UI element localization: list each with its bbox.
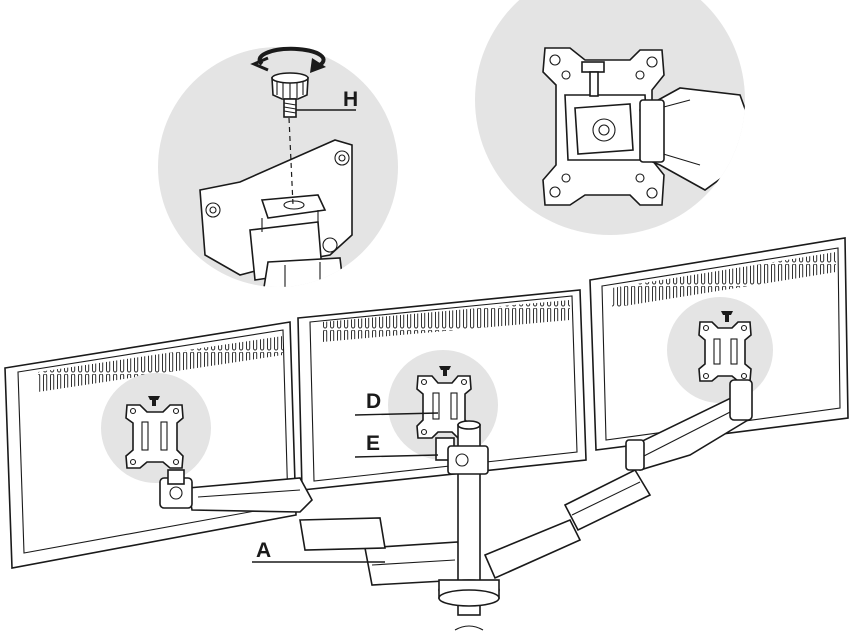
rotate-arrow-icon [250, 46, 326, 73]
label-d: D [366, 390, 381, 413]
label-e: E [366, 432, 380, 455]
thumbscrew-icon [271, 72, 309, 118]
detail-circle-screw: H [158, 46, 398, 287]
monitor-right [589, 237, 849, 451]
label-h: H [343, 88, 358, 111]
monitor-left [4, 321, 297, 569]
label-a: A [256, 539, 271, 562]
vesa-plate-left [125, 396, 184, 469]
detail-circle-mounted [475, 0, 745, 235]
callout-a: A [252, 539, 385, 563]
monitor-center [297, 289, 587, 491]
callout-e: E [354, 432, 439, 458]
mount-arms [159, 379, 753, 631]
callout-d: D [354, 390, 439, 416]
vesa-plate-right [698, 311, 752, 382]
